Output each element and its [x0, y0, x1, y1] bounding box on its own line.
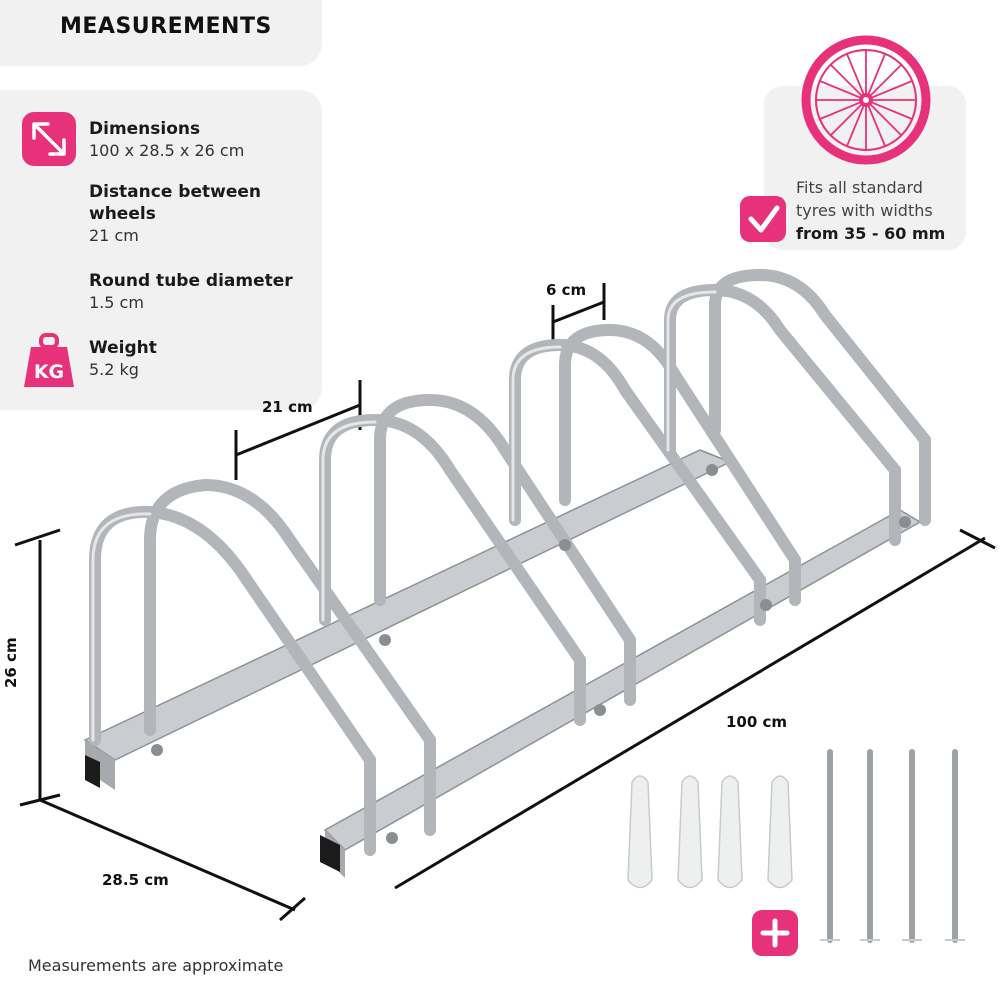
bike-rack	[83, 268, 931, 878]
tyre-note-line3: from 35 - 60 mm	[796, 224, 946, 243]
spec-label: Round tube diameter	[89, 271, 293, 291]
dimension-label-tube: 6 cm	[546, 281, 587, 299]
wall-plugs	[627, 775, 793, 889]
screws	[827, 749, 958, 943]
spec-tube-diameter: Round tube diameter 1.5 cm	[89, 270, 293, 314]
spec-label: Dimensions	[89, 119, 201, 139]
checkmark-icon	[740, 196, 786, 242]
weight-badge-text: KG	[34, 361, 64, 383]
diagonal-arrows-icon	[22, 112, 76, 166]
spec-dimensions: Dimensions 100 x 28.5 x 26 cm	[89, 118, 244, 162]
tyre-panel	[764, 86, 966, 250]
dimension-label-height: 26 cm	[2, 637, 20, 688]
spec-label: Distance between wheels	[89, 182, 261, 224]
dimension-label-depth: 28.5 cm	[102, 871, 169, 889]
dimension-lines	[14, 283, 996, 922]
tyre-note-line1: Fits all standard	[796, 178, 923, 197]
tyre-note-line2: tyres with widths	[796, 201, 933, 220]
spec-value: 100 x 28.5 x 26 cm	[89, 141, 245, 160]
spec-wheel-distance: Distance between wheels 21 cm	[89, 181, 289, 247]
spec-value: 5.2 kg	[89, 360, 139, 379]
spec-weight: Weight 5.2 kg	[89, 337, 157, 381]
spec-value: 1.5 cm	[89, 293, 144, 312]
weight-icon: KG	[22, 333, 76, 387]
tyre-note: Fits all standard tyres with widths from…	[796, 176, 966, 245]
title-panel: MEASUREMENTS	[0, 0, 322, 66]
bicycle-wheel-icon	[801, 35, 931, 165]
dimension-label-length: 100 cm	[726, 713, 788, 731]
spec-label: Weight	[89, 338, 157, 358]
plus-icon	[752, 910, 798, 956]
approximate-note: Measurements are approximate	[28, 956, 284, 975]
dimension-label-gap: 21 cm	[262, 398, 313, 416]
page-title: MEASUREMENTS	[60, 14, 272, 39]
spec-value: 21 cm	[89, 226, 139, 245]
